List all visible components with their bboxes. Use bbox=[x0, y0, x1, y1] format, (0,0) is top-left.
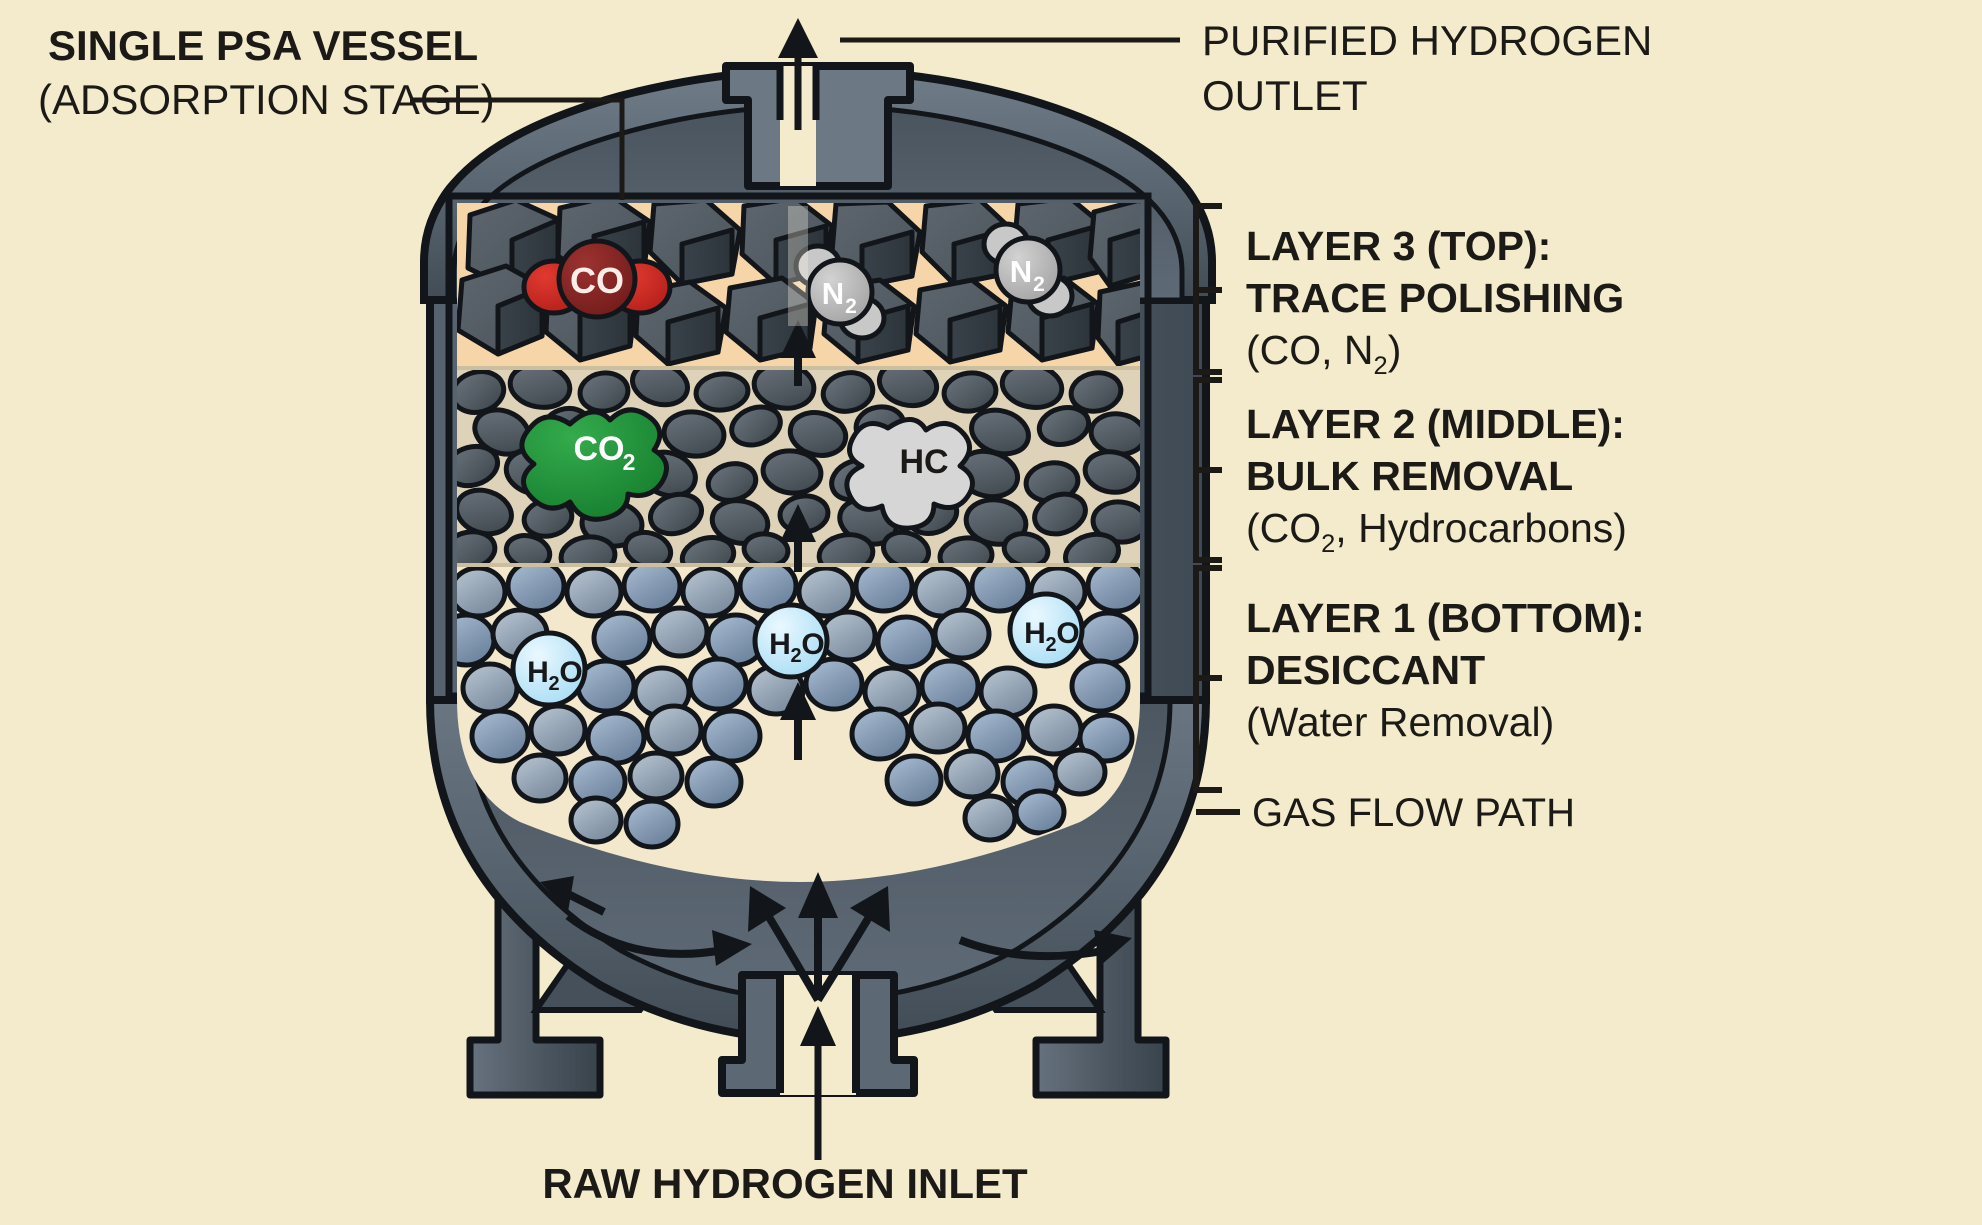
gas-flow-label: GAS FLOW PATH bbox=[1252, 791, 1575, 835]
molecule-h2o-a: H 2 O bbox=[510, 630, 588, 708]
layer2-detail: (CO2, Hydrocarbons) bbox=[1246, 505, 1627, 558]
molecule-co2-label: CO bbox=[574, 430, 625, 468]
outlet-label-line2: OUTLET bbox=[1202, 72, 1368, 119]
vessel-title-annotation: SINGLE PSA VESSEL (ADSORPTION STAGE) bbox=[38, 22, 625, 200]
layer2-annotation: LAYER 2 (MIDDLE): BULK REMOVAL (CO2, Hyd… bbox=[1193, 377, 1627, 563]
molecule-h2oa-subscript: 2 bbox=[548, 673, 559, 695]
molecule-co-label: CO bbox=[570, 260, 624, 301]
layer1-media bbox=[457, 565, 1140, 850]
layer2-detail-prefix: (CO bbox=[1246, 505, 1321, 551]
layer1-annotation: LAYER 1 (BOTTOM): DESICCANT (Water Remov… bbox=[1193, 565, 1645, 793]
molecule-n2a-subscript: 2 bbox=[845, 295, 857, 318]
molecule-n2b-label: N bbox=[1010, 254, 1032, 289]
molecule-hc: HC bbox=[844, 417, 975, 531]
molecule-hc-label: HC bbox=[899, 443, 948, 481]
molecule-co2-subscript: 2 bbox=[623, 449, 636, 475]
layer1-heading: LAYER 1 (BOTTOM): bbox=[1246, 595, 1645, 641]
molecule-n2-b: N 2 bbox=[981, 221, 1075, 319]
layer2-detail-suffix: , Hydrocarbons) bbox=[1335, 505, 1627, 551]
inlet-label: RAW HYDROGEN INLET bbox=[542, 1160, 1028, 1207]
outlet-nozzle bbox=[722, 62, 914, 190]
layer1-detail: (Water Removal) bbox=[1246, 699, 1554, 745]
molecule-h2ob-subscript: 2 bbox=[790, 645, 801, 667]
molecule-n2a-label: N bbox=[822, 276, 844, 311]
molecule-h2ob-suffix: O bbox=[801, 628, 824, 661]
molecule-h2oa-suffix: O bbox=[559, 656, 582, 689]
riser-channel bbox=[788, 206, 808, 326]
bed-flow-arrow-layer1 bbox=[780, 682, 816, 760]
molecule-badges: CO N 2 N 2 CO 2 HC bbox=[510, 221, 1085, 708]
molecule-co: CO bbox=[521, 238, 673, 320]
gas-flow-annotation: GAS FLOW PATH bbox=[1196, 791, 1575, 835]
outlet-label-line1: PURIFIED HYDROGEN bbox=[1202, 17, 1652, 64]
outlet-annotation: PURIFIED HYDROGEN OUTLET bbox=[840, 17, 1652, 119]
layer3-name: TRACE POLISHING bbox=[1246, 275, 1624, 321]
layer3-detail: (CO, N2) bbox=[1246, 327, 1401, 380]
molecule-h2oc-label: H bbox=[1024, 617, 1046, 650]
layer3-detail-suffix: ) bbox=[1388, 327, 1402, 373]
layer2-name: BULK REMOVAL bbox=[1246, 453, 1573, 499]
layer3-heading: LAYER 3 (TOP): bbox=[1246, 223, 1551, 269]
left-sweep-arrow bbox=[540, 876, 752, 966]
layer3-annotation: LAYER 3 (TOP): TRACE POLISHING (CO, N2) bbox=[1193, 203, 1624, 380]
bottom-fan-arrows bbox=[748, 872, 890, 1003]
layer3-detail-subscript: 2 bbox=[1374, 352, 1388, 380]
inlet-annotation: RAW HYDROGEN INLET bbox=[542, 1160, 1028, 1207]
molecule-h2oc-suffix: O bbox=[1056, 617, 1079, 650]
molecule-n2b-subscript: 2 bbox=[1033, 273, 1045, 296]
layer3-detail-prefix: (CO, N bbox=[1246, 327, 1374, 373]
page-title-line1: SINGLE PSA VESSEL bbox=[48, 22, 478, 69]
layer2-heading: LAYER 2 (MIDDLE): bbox=[1246, 401, 1625, 447]
bed-flow-arrow-layer3 bbox=[780, 320, 816, 386]
molecule-h2oa-label: H bbox=[527, 656, 549, 689]
outlet-flow-arrow bbox=[778, 18, 818, 130]
right-sweep-arrow bbox=[958, 930, 1132, 966]
molecule-co2: CO 2 bbox=[519, 407, 669, 522]
molecule-h2o-b: H 2 O bbox=[752, 602, 830, 680]
layer2-detail-subscript: 2 bbox=[1321, 530, 1335, 558]
layer1-name: DESICCANT bbox=[1246, 647, 1485, 693]
molecule-n2-a: N 2 bbox=[793, 243, 887, 341]
inlet-flow-arrow bbox=[800, 1006, 836, 1160]
bed-flow-arrow-layer2 bbox=[780, 504, 816, 572]
title-leader-line bbox=[410, 97, 625, 200]
molecule-h2ob-label: H bbox=[769, 628, 791, 661]
molecule-h2o-c: H 2 O bbox=[1007, 591, 1085, 669]
molecule-h2oc-subscript: 2 bbox=[1045, 634, 1056, 656]
gas-flow-arrows bbox=[540, 18, 1132, 1160]
